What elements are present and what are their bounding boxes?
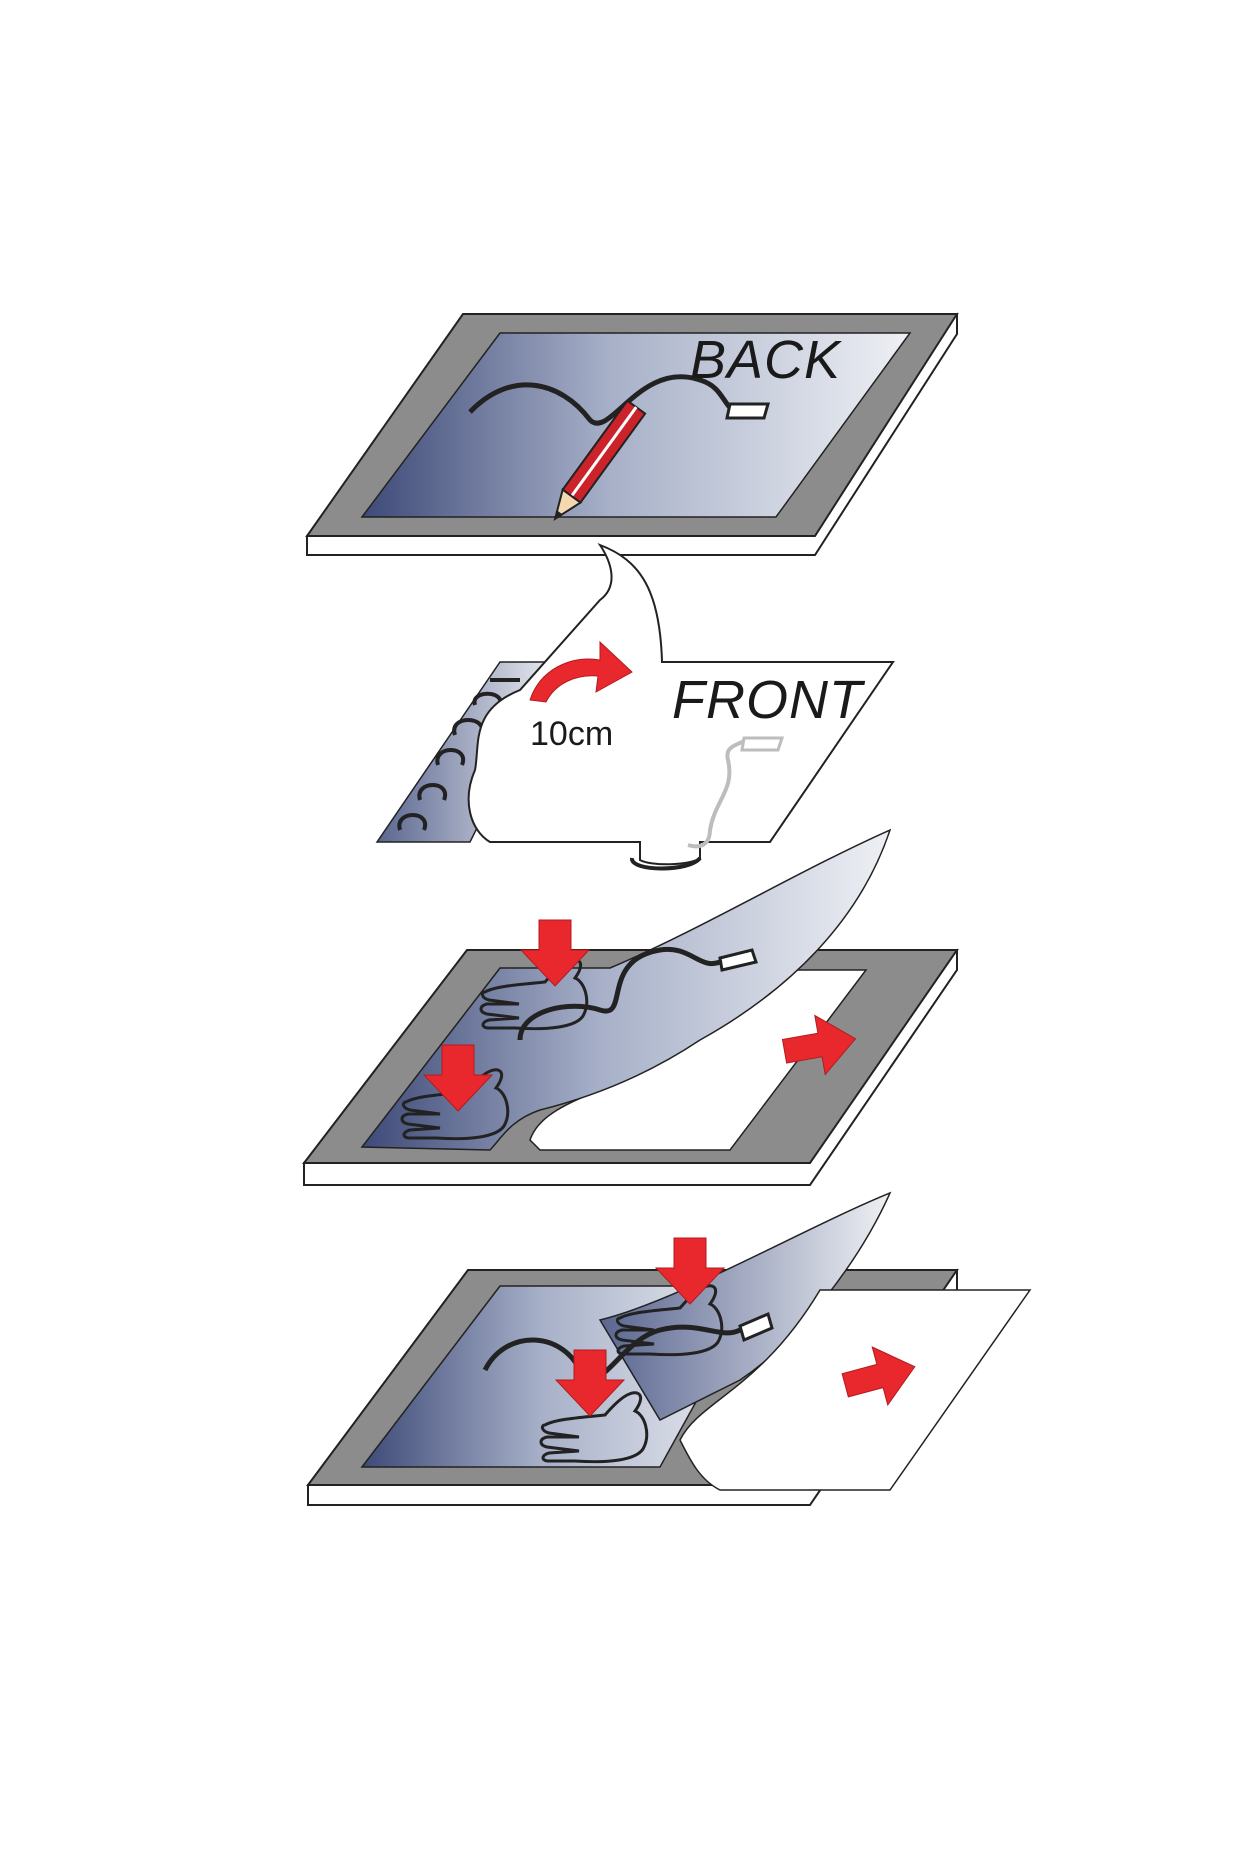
wire xyxy=(517,946,721,1041)
connector xyxy=(718,948,758,972)
connector xyxy=(740,736,785,752)
step-1-back-panel: BACK xyxy=(305,312,959,556)
measure-label: 10cm xyxy=(530,715,613,753)
connector xyxy=(725,402,770,420)
wire xyxy=(687,738,747,849)
pencil-icon xyxy=(553,399,647,522)
heater-trace xyxy=(397,678,520,831)
back-label: BACK xyxy=(690,330,842,390)
curved-arrow-icon xyxy=(529,640,633,703)
step-2-front-panel: FRONT 10cm xyxy=(375,542,895,871)
front-label: FRONT xyxy=(672,670,866,730)
wire xyxy=(468,374,734,426)
connector xyxy=(738,1311,774,1343)
step-3-panel xyxy=(301,828,959,1186)
step-4-panel xyxy=(306,1191,1032,1506)
